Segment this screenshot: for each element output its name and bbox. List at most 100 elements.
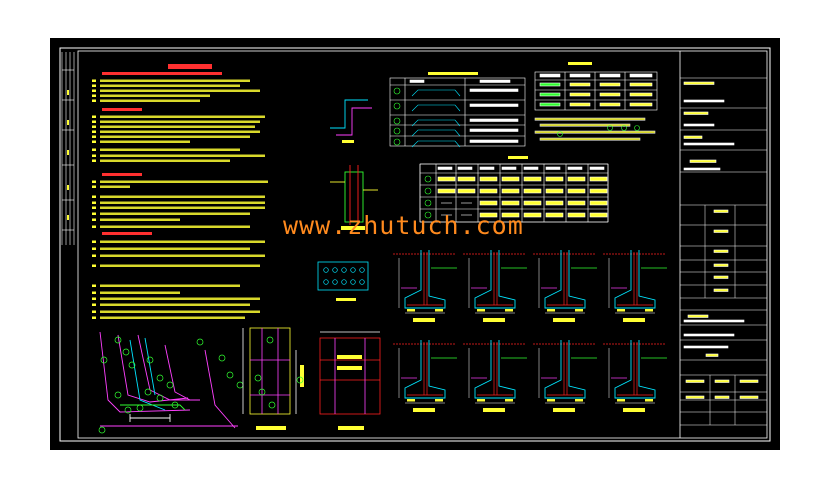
- schedule-cell-text: [567, 176, 586, 182]
- material-cell-text: [539, 82, 561, 87]
- notes-text-bar: [100, 148, 240, 151]
- column-detail: [330, 165, 378, 230]
- title-block-text: [683, 135, 703, 139]
- notes-text-bar: [100, 94, 210, 97]
- notes-text-bar: [100, 303, 250, 306]
- material-note-text: [539, 137, 641, 141]
- retaining-wall-section: [393, 340, 457, 412]
- title-block-text: [685, 395, 705, 399]
- title-block-text: [683, 99, 725, 103]
- title-block-text: [739, 395, 759, 399]
- title-block-text: [683, 345, 729, 349]
- callout-bubble: [156, 374, 164, 382]
- binding-strip: [61, 52, 75, 245]
- callout-bubble: [114, 391, 122, 399]
- notes-text-bar: [100, 89, 260, 92]
- retaining-wall-section: [393, 250, 457, 322]
- material-note-text: [539, 123, 631, 127]
- header-text: [479, 79, 511, 83]
- rebar-dot: [341, 267, 347, 273]
- callout-bubble: [166, 381, 174, 389]
- schedule-cell-text: [457, 188, 476, 194]
- bar-shape: [411, 129, 461, 137]
- notes-text-bar: [100, 195, 265, 198]
- retaining-wall-section: [603, 250, 667, 322]
- notes-text-bar: [100, 316, 245, 319]
- notes-index-mark: [92, 225, 96, 228]
- callout-bubble: [114, 336, 122, 344]
- schedule-cell-text: [589, 176, 608, 182]
- notes-text-bar: [100, 291, 180, 294]
- schedule-row-bubble: [424, 187, 432, 195]
- notes-index-mark: [92, 140, 96, 143]
- rebar-dot: [323, 279, 329, 285]
- title-block: [679, 51, 767, 438]
- notes-text-bar: [100, 284, 240, 287]
- title-block-text: [705, 353, 719, 357]
- notes-index-mark: [92, 148, 96, 151]
- retaining-wall-sections: [393, 250, 667, 412]
- schedule-header-text: [501, 166, 517, 170]
- header-text: [409, 79, 425, 83]
- notes-index-mark: [92, 316, 96, 319]
- title-block-text: [714, 395, 730, 399]
- material-cell-text: [629, 73, 653, 78]
- callout-bubble: [98, 426, 106, 434]
- notes-title: [168, 64, 212, 69]
- notes-text-bar: [100, 254, 265, 257]
- title-block-text: [683, 81, 715, 85]
- material-cell-text: [599, 82, 621, 87]
- title-block-text: [713, 209, 729, 213]
- notes-text-bar: [100, 297, 260, 300]
- schedule-cell-text: [589, 212, 608, 218]
- schedule-row-bubble: [424, 211, 432, 219]
- rebar-schedule-table: [389, 72, 526, 148]
- rebar-dot: [359, 279, 365, 285]
- notes-text-bar: [100, 240, 265, 243]
- material-cell-text: [569, 92, 591, 97]
- rebar-dot: [350, 279, 356, 285]
- title-block-text: [683, 167, 721, 171]
- notes-text-bar: [100, 218, 180, 221]
- notes-index-mark: [92, 180, 96, 183]
- schedule-cell-text: [501, 176, 520, 182]
- title-block-text: [689, 159, 717, 163]
- notes-text-bar: [100, 201, 265, 204]
- notes-text-bar: [100, 247, 250, 250]
- bar-spec-text: [469, 118, 519, 122]
- notes-index-mark: [92, 130, 96, 133]
- notes-text-bar: [100, 159, 230, 162]
- outer-frame: [59, 47, 771, 442]
- retaining-wall-section: [533, 250, 597, 322]
- bar-shape: [411, 119, 461, 127]
- notes-index-mark: [92, 195, 96, 198]
- wall-type-schedule: [419, 156, 609, 223]
- note-bubble: [607, 125, 613, 131]
- material-cell-text: [539, 102, 561, 107]
- schedule-header-text: [479, 166, 495, 170]
- callout-bubble: [196, 338, 204, 346]
- callout-bubble: [128, 361, 136, 369]
- material-cell-text: [599, 73, 621, 78]
- notes-heading-bar: [102, 72, 222, 75]
- schedule-header-text: [589, 166, 605, 170]
- schedule-cell-text: [501, 200, 520, 206]
- schedule-cell-text: [437, 176, 456, 182]
- notes-index-mark: [92, 79, 96, 82]
- wall-elevation-detail: [242, 327, 304, 430]
- rebar-dot: [350, 267, 356, 273]
- material-cell-text: [539, 92, 561, 97]
- bar-spec-text: [469, 103, 519, 107]
- callout-bubble: [266, 336, 274, 344]
- notes-index-mark: [92, 303, 96, 306]
- schedule-header-text: [457, 166, 473, 170]
- title-block-text: [685, 379, 705, 383]
- corner-detail-top: [330, 99, 372, 143]
- bar-spec-text: [469, 128, 519, 132]
- material-note-text: [534, 117, 646, 121]
- notes-text-bar: [100, 120, 260, 123]
- callout-bubble: [268, 401, 276, 409]
- notes-index-mark: [92, 254, 96, 257]
- bar-shape: [411, 89, 461, 97]
